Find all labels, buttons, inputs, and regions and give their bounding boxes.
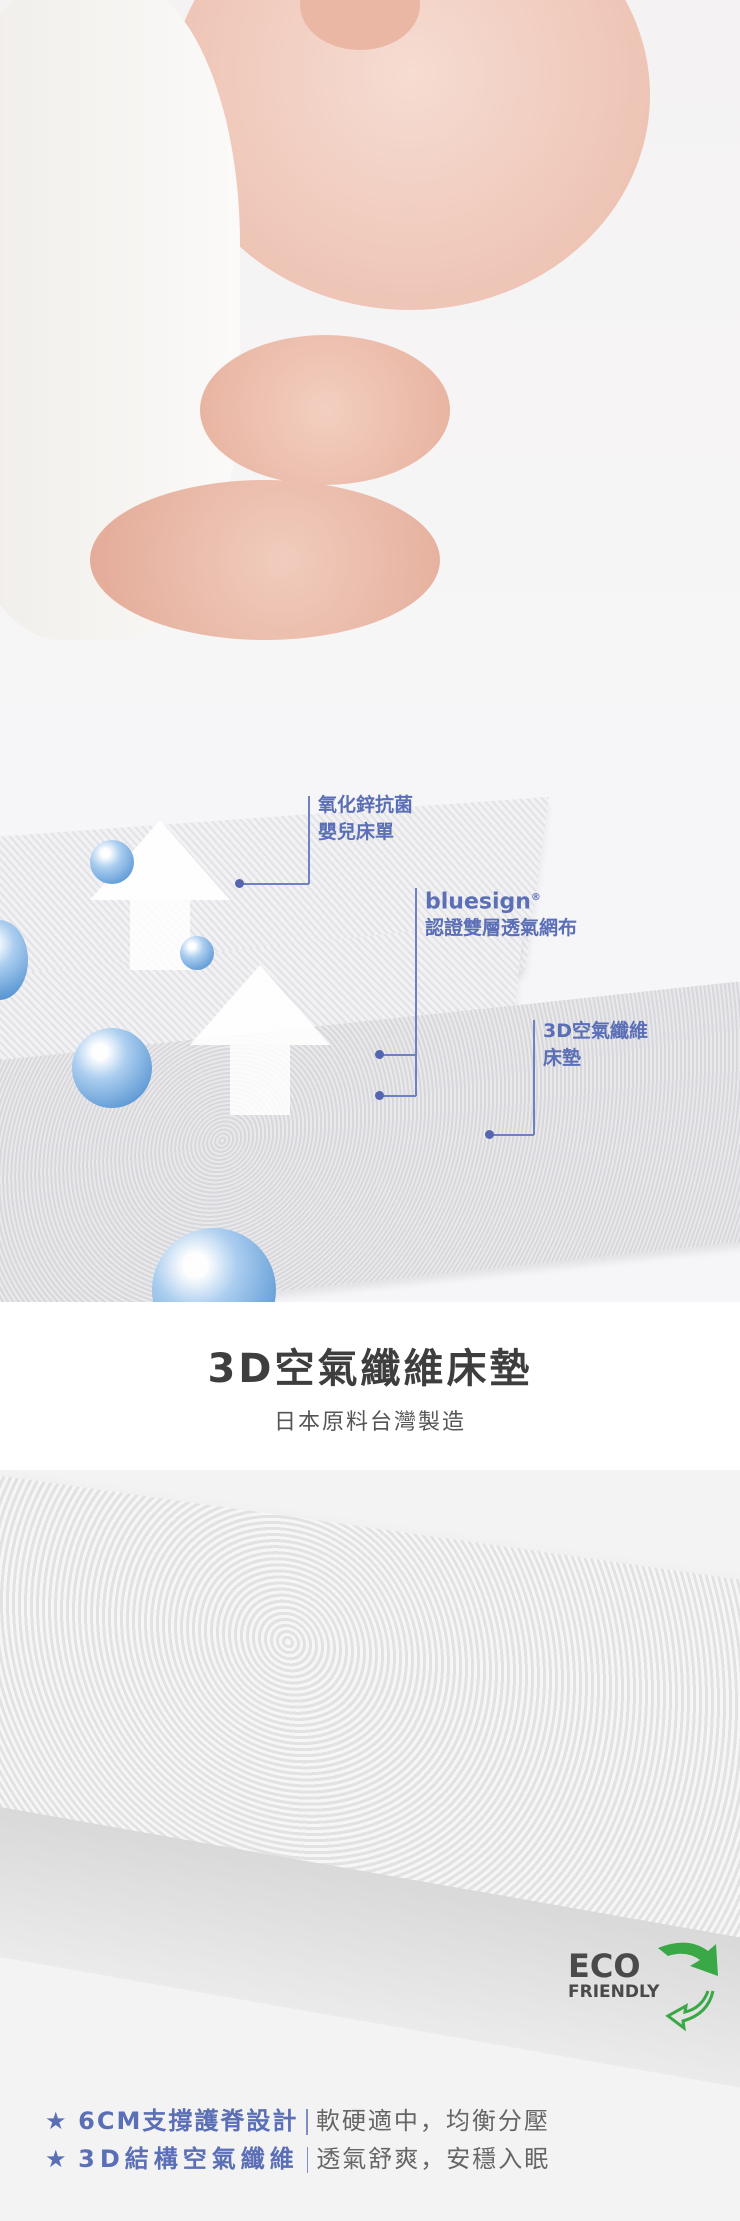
baby-hand	[200, 335, 450, 485]
arrow-up-stem	[230, 1045, 290, 1115]
bubble-icon	[90, 840, 134, 884]
product-title: 3D空氣纖維床墊	[207, 1346, 533, 1392]
eco-friendly-badge: ECO FRIENDLY	[568, 1942, 718, 2032]
title-section: 3D空氣纖維床墊 日本原料台灣製造	[0, 1302, 740, 1470]
marker-dot	[375, 1050, 384, 1059]
leader-line	[240, 883, 309, 885]
arrow-up-icon	[190, 965, 330, 1045]
recycle-arrow-icon	[658, 1942, 718, 2032]
marker-dot	[375, 1091, 384, 1100]
feature-row: ★ 6CM支撐護脊設計軟硬適中，均衡分壓	[45, 2107, 550, 2135]
label-mesh: bluesign®認證雙層透氣網布	[425, 889, 578, 940]
leader-line	[490, 1134, 534, 1136]
leader-line	[308, 796, 310, 884]
product-subtitle: 日本原料台灣製造	[273, 1410, 466, 1435]
baby-sleeping-photo	[0, 0, 740, 700]
baby-hand-lower	[90, 480, 440, 640]
leader-line	[533, 1020, 535, 1135]
baby-head	[170, 0, 650, 310]
marker-dot	[485, 1130, 494, 1139]
leader-line	[380, 1095, 416, 1097]
feature-row: ★ 3D結構空氣纖維透氣舒爽，安穩入眠	[45, 2145, 551, 2173]
bubble-icon	[180, 936, 214, 970]
leader-line	[380, 1054, 416, 1056]
layers-diagram: 氧化鋅抗菌嬰兒床單 bluesign®認證雙層透氣網布 3D空氣纖維床墊	[0, 700, 740, 1302]
foam-closeup-photo	[0, 1470, 740, 2221]
bubble-icon	[72, 1028, 152, 1108]
marker-dot	[235, 879, 244, 888]
label-sheet: 氧化鋅抗菌嬰兒床單	[318, 794, 414, 843]
label-mattress: 3D空氣纖維床墊	[543, 1020, 648, 1069]
leader-line	[415, 888, 417, 1096]
